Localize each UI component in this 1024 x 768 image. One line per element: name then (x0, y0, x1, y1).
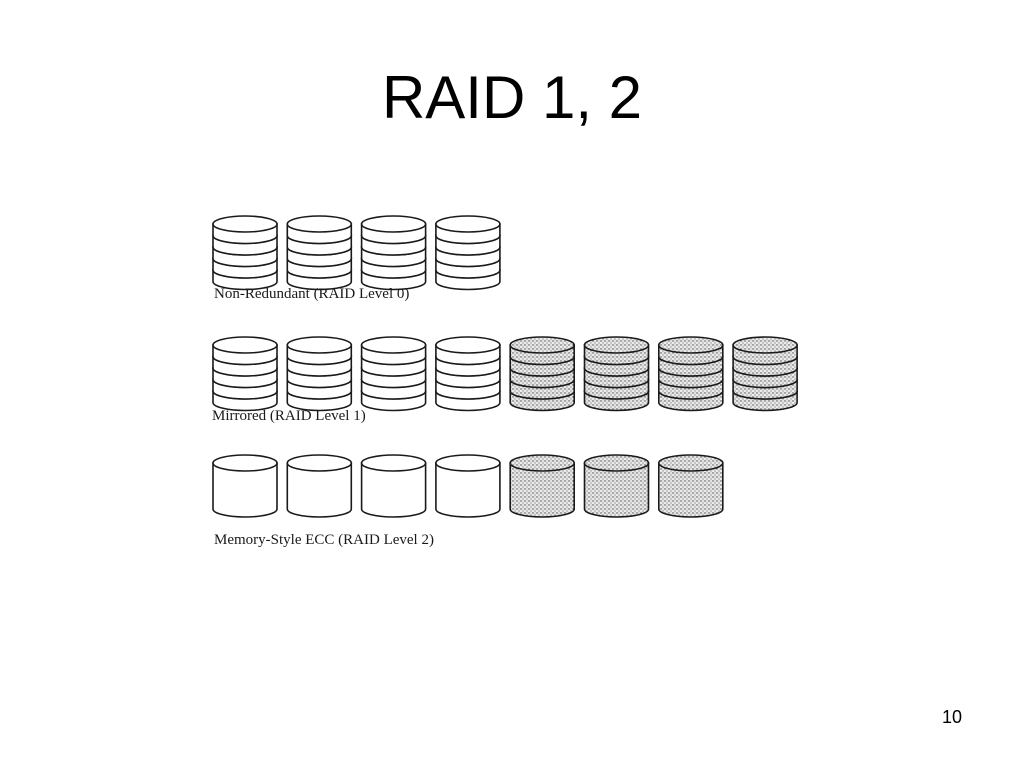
data-disk (360, 215, 427, 291)
platter-top (212, 336, 278, 354)
redundant-disk (732, 336, 798, 412)
cylinder-top (286, 454, 353, 472)
redundant-disk (657, 336, 724, 412)
data-disk (360, 336, 427, 412)
platter-top (435, 215, 501, 233)
redundant-disk (657, 454, 724, 518)
redundant-disk (583, 336, 650, 412)
cylinder-side (658, 462, 724, 518)
cylinder-side (509, 462, 575, 518)
page-number: 10 (941, 707, 962, 727)
cylinder-top (509, 454, 576, 472)
data-disk (286, 336, 353, 412)
data-disk (435, 215, 501, 291)
platter-top (657, 336, 724, 354)
raid-level-1-disks (212, 336, 798, 412)
data-disk (212, 336, 278, 412)
raid-level-1-row: Mirrored (RAID Level 1) (212, 336, 798, 424)
data-disk (286, 454, 353, 518)
cylinder-side (286, 462, 353, 518)
platter-top (286, 215, 353, 233)
raid-level-1-label: Mirrored (RAID Level 1) (212, 408, 366, 424)
raid-level-0-label: Non-Redundant (RAID Level 0) (214, 286, 409, 302)
data-disk (286, 215, 353, 291)
cylinder-top (657, 454, 724, 472)
platter-top (509, 336, 576, 354)
cylinder-top (212, 454, 278, 472)
platter-top (360, 336, 427, 354)
data-disk (212, 454, 278, 518)
cylinder-side (360, 462, 427, 518)
platter-top (732, 336, 798, 354)
platter-top (286, 336, 353, 354)
data-disk (212, 215, 278, 291)
cylinder-top (583, 454, 650, 472)
raid-level-2-row: Memory-Style ECC (RAID Level 2) (212, 454, 724, 548)
cylinder-top (435, 454, 501, 472)
data-disk (435, 454, 501, 518)
redundant-disk (583, 454, 650, 518)
data-disk (360, 454, 427, 518)
cylinder-top (360, 454, 427, 472)
platter-top (435, 336, 501, 354)
slide-title: RAID 1, 2 (381, 64, 643, 131)
data-disk (435, 336, 501, 412)
cylinder-side (583, 462, 650, 518)
raid-level-2-disks (212, 454, 724, 518)
cylinder-side (212, 462, 278, 518)
raid-level-0-disks (212, 215, 501, 291)
platter-top (583, 336, 650, 354)
platter-top (212, 215, 278, 233)
redundant-disk (509, 336, 576, 412)
platter-top (360, 215, 427, 233)
raid-level-2-label: Memory-Style ECC (RAID Level 2) (214, 532, 434, 548)
redundant-disk (509, 454, 576, 518)
raid-level-0-row: Non-Redundant (RAID Level 0) (212, 215, 501, 302)
cylinder-side (435, 462, 501, 518)
